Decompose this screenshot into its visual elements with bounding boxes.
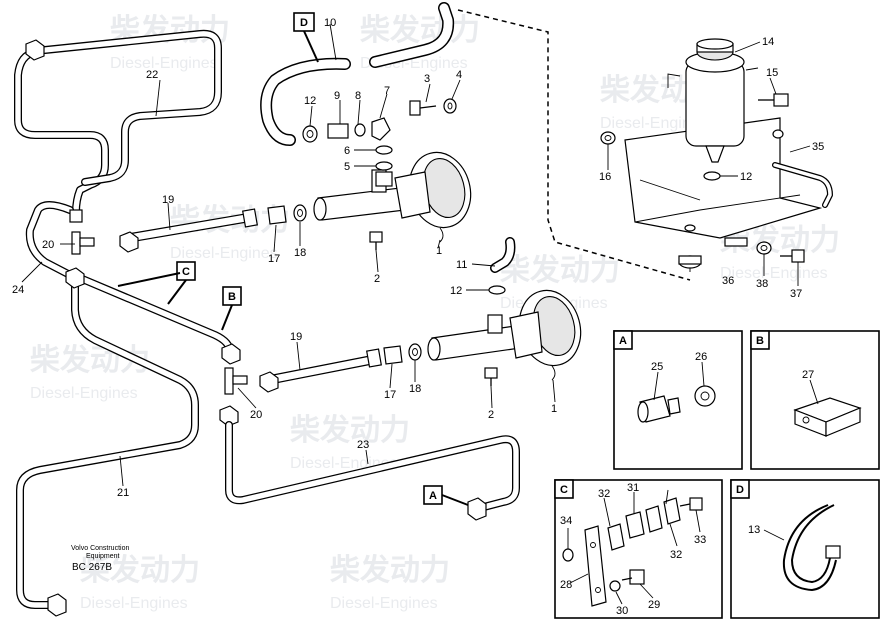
watermark-en: Diesel-Engines (170, 245, 278, 262)
part-label-32: 32 (670, 549, 682, 561)
brake-pipe-upper-connector (76, 274, 241, 365)
part-label-24: 24 (12, 284, 24, 296)
watermark-cn: 柴发动力 (330, 554, 450, 587)
part-label-3: 3 (424, 73, 430, 85)
watermark-en: Diesel-Engines (80, 595, 188, 612)
part-label-17: 17 (384, 389, 396, 401)
part-label-10: 10 (324, 17, 336, 29)
part-label-28: 28 (560, 579, 572, 591)
lower-cylinder-assembly (259, 237, 582, 393)
watermark-en: Diesel-Engines (110, 55, 218, 72)
dashed-connector (457, 9, 691, 281)
part-label-25: 25 (651, 361, 663, 373)
callout-D-label: D (300, 17, 308, 29)
brake-pipe-23 (225, 421, 520, 521)
callout-D: D (293, 12, 319, 63)
detail-A-label: A (619, 335, 627, 347)
detail-B-label: B (756, 335, 764, 347)
part-label-8: 8 (355, 90, 361, 102)
part-label-15: 15 (766, 67, 778, 79)
part-label-13: 13 (748, 524, 760, 536)
part-label-1: 1 (551, 403, 557, 415)
brake-pipe-21 (16, 278, 199, 617)
upper-cylinder-assembly (119, 151, 472, 253)
part-label-34: 34 (560, 515, 572, 527)
tee-fitting-20-upper (65, 209, 95, 289)
part-label-33: 33 (694, 534, 706, 546)
part-label-4: 4 (456, 69, 462, 81)
part-label-14: 14 (762, 36, 774, 48)
part-label-27: 27 (802, 369, 814, 381)
part-label-23: 23 (357, 439, 369, 451)
part-label-9: 9 (334, 90, 340, 102)
part-label-35: 35 (812, 141, 824, 153)
part-label-2: 2 (488, 409, 494, 421)
detail-C-label: C (560, 484, 568, 496)
brake-pipe-22 (14, 29, 222, 216)
part-label-18: 18 (294, 247, 306, 259)
part-label-19: 19 (290, 331, 302, 343)
part-label-20: 20 (42, 239, 54, 251)
part-label-2: 2 (374, 273, 380, 285)
part-label-26: 26 (695, 351, 707, 363)
detail-box-C: C (554, 479, 723, 619)
watermark-en: Diesel-Engines (720, 265, 828, 282)
watermark-en: Diesel-Engines (330, 595, 438, 612)
part-label-22: 22 (146, 69, 158, 81)
reservoir-assembly (600, 38, 833, 269)
part-label-32: 32 (598, 488, 610, 500)
watermark-en: Diesel-Engines (30, 385, 138, 402)
part-label-37: 37 (790, 288, 802, 300)
part-label-38: 38 (756, 278, 768, 290)
part-label-21: 21 (117, 487, 129, 499)
detail-box-D: D (730, 479, 880, 619)
callout-B: B (221, 286, 242, 331)
watermark-cn: 柴发动力 (80, 554, 200, 587)
callout-B-label: B (228, 291, 236, 303)
part-label-5: 5 (344, 161, 350, 173)
part-label-12: 12 (450, 285, 462, 297)
part-label-12: 12 (740, 171, 752, 183)
footer-company-line2: Equipment (86, 553, 120, 560)
watermark-cn: 柴发动力 (290, 414, 410, 447)
part-labels: 10 22 19 20 24 17 18 2 1 3 4 7 8 9 12 6 … (12, 17, 824, 617)
part-label-20: 20 (250, 409, 262, 421)
part-label-29: 29 (648, 599, 660, 611)
detail-box-B: B (750, 330, 880, 470)
part-label-11: 11 (456, 259, 467, 271)
tee-fitting-20-lower (219, 367, 248, 427)
callout-A-label: A (429, 490, 437, 502)
part-label-17: 17 (268, 253, 280, 265)
part-label-31: 31 (627, 482, 639, 494)
part-label-1: 1 (436, 245, 442, 257)
part-label-36: 36 (722, 275, 734, 287)
drawing-footer: Volvo Construction Equipment BC 267B (71, 545, 129, 573)
leader-lines (21, 23, 819, 605)
detail-D-label: D (736, 484, 744, 496)
part-label-18: 18 (409, 383, 421, 395)
footer-drawing-code: BC 267B (72, 562, 112, 573)
callout-C: C (117, 261, 196, 305)
part-label-19: 19 (162, 194, 174, 206)
detail-box-A: A (613, 330, 743, 470)
part-label-16: 16 (599, 171, 611, 183)
watermark-en: Diesel-Engines (600, 115, 708, 132)
part-label-12: 12 (304, 95, 316, 107)
watermark-cn: 柴发动力 (500, 254, 620, 287)
part-label-30: 30 (616, 605, 628, 617)
part-label-7: 7 (384, 85, 390, 97)
hose-10 (260, 2, 455, 146)
watermark-cn: 柴发动力 (360, 14, 480, 47)
brake-pipe-24 (25, 201, 74, 279)
part-label-6: 6 (344, 145, 350, 157)
footer-company-line1: Volvo Construction (71, 545, 129, 552)
callout-A: A (423, 485, 469, 506)
callout-C-label: C (182, 266, 190, 278)
